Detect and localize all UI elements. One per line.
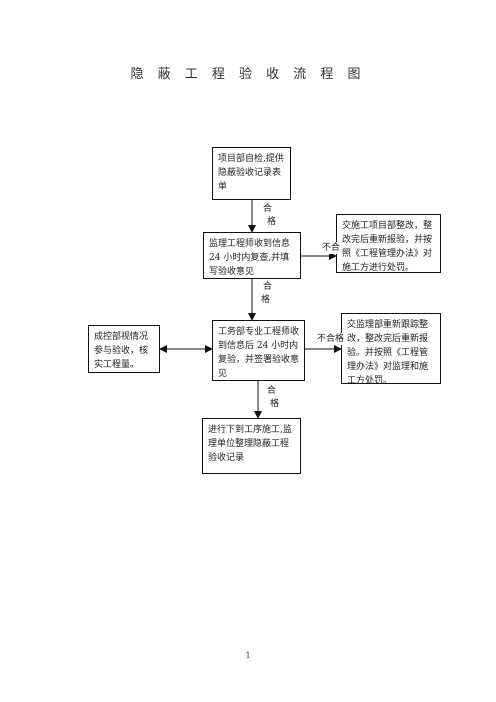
- box-self-inspection: 项目部自检,提供隐蔽验收记录表单: [212, 147, 291, 200]
- box-engineer-review: 工务部专业工程师收到信息后 24 小时内复验，并签署验收意见: [212, 320, 305, 381]
- label-pass-2b: 格: [261, 295, 271, 305]
- label-pass-1a: 合: [263, 204, 273, 214]
- label-pass-2a: 合: [263, 282, 273, 292]
- label-fail-2: 不合格: [317, 333, 345, 345]
- box-rectify-supervisor: 交监理部重新跟踪整改，整改完后重新报验。并按照《工程管理办法》对监理和施工方处罚…: [341, 313, 441, 386]
- label-pass-3a: 合: [267, 386, 277, 396]
- page-number: 1: [245, 651, 251, 660]
- box-rectify-contractor: 交施工项目部整改，整改完后重新报验，并按照《工程管理办法》对施工方进行处罚。: [336, 214, 441, 273]
- box-supervisor-review: 监理工程师收到信息 24 小时内复查,并填写验收意见: [203, 232, 301, 279]
- label-fail-1: 不合: [322, 242, 341, 254]
- box-cost-control: 成控部视情况参与验收，核实工程量。: [88, 325, 160, 373]
- diagram-title: 隐 蔽 工 程 验 收 流 程 图: [130, 67, 366, 82]
- box-next-process: 进行下到工序施工,监理单位整理隐蔽工程验收记录: [202, 418, 301, 474]
- label-pass-1b: 格: [267, 217, 277, 227]
- label-pass-3b: 格: [270, 399, 280, 409]
